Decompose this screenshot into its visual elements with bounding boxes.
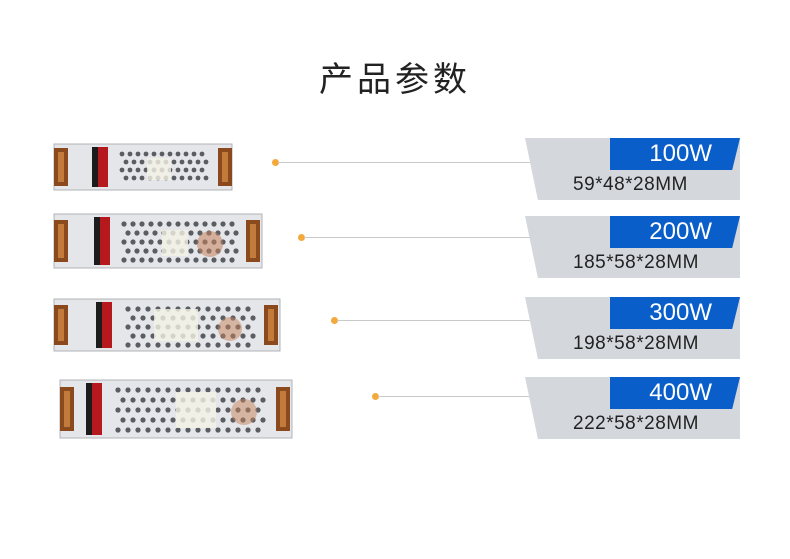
product-row-300w: 300W 198*58*28MM: [0, 290, 790, 370]
product-row-400w: 400W 222*58*28MM: [0, 370, 790, 450]
spec-panel-100w: 100W 59*48*28MM: [525, 138, 740, 200]
watt-label: 100W: [649, 140, 712, 167]
watt-label: 400W: [649, 379, 712, 406]
product-row-200w: 200W 185*58*28MM: [0, 208, 790, 288]
connector-dot: [298, 234, 305, 241]
product-row-100w: 100W 59*48*28MM: [0, 128, 790, 208]
spec-panel-300w: 300W 198*58*28MM: [525, 297, 740, 359]
dimensions-label: 222*58*28MM: [573, 413, 699, 434]
connector-dot: [272, 159, 279, 166]
power-supply-image-100w: [52, 138, 234, 196]
watt-badge: [610, 216, 740, 248]
spec-panel-400w: 400W 222*58*28MM: [525, 377, 740, 439]
leader-line: [337, 320, 533, 321]
power-supply-image-300w: [52, 293, 282, 352]
connector-dot: [331, 317, 338, 324]
leader-line: [278, 162, 533, 163]
dimensions-label: 59*48*28MM: [573, 174, 688, 195]
leader-line: [378, 396, 533, 397]
watt-badge: [610, 138, 740, 170]
watt-label: 300W: [649, 299, 712, 326]
power-supply-image-200w: [52, 208, 264, 269]
dimensions-label: 185*58*28MM: [573, 252, 699, 273]
dimensions-label: 198*58*28MM: [573, 333, 699, 354]
page-title: 产品参数: [319, 60, 471, 100]
watt-badge: [610, 297, 740, 329]
connector-dot: [372, 393, 379, 400]
power-supply-image-400w: [58, 374, 294, 439]
watt-label: 200W: [649, 218, 712, 245]
spec-panel-200w: 200W 185*58*28MM: [525, 216, 740, 278]
leader-line: [304, 237, 533, 238]
watt-badge: [610, 377, 740, 409]
